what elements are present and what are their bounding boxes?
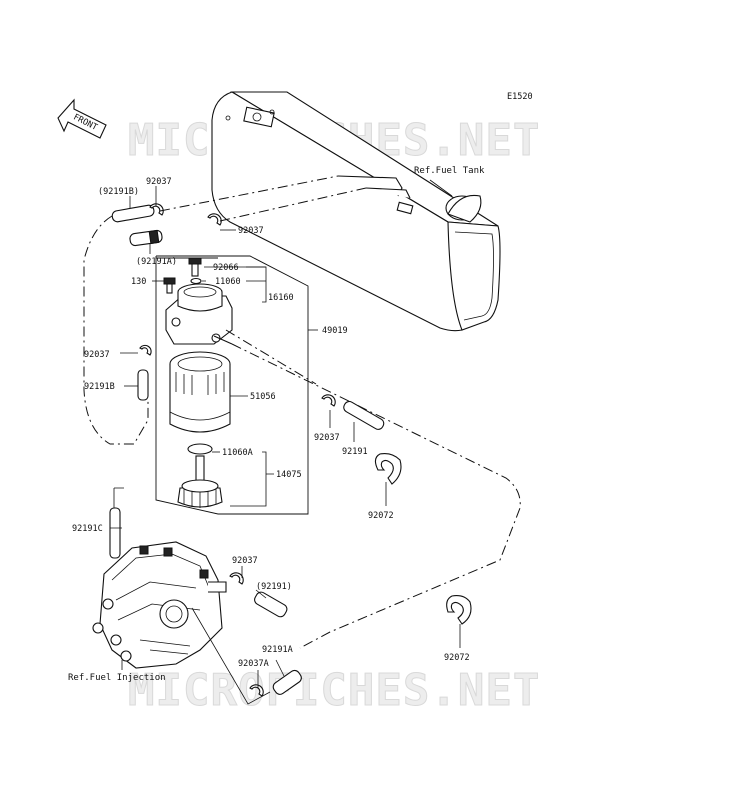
label-11060A: 11060A	[222, 448, 253, 458]
fuel-tank	[211, 91, 501, 332]
label-92037-pump: 92037	[232, 556, 258, 566]
label-130: 130	[131, 277, 146, 287]
fuel-filter	[137, 255, 309, 515]
label-92191C: 92191C	[72, 524, 103, 534]
label-92037-right: 92037	[314, 433, 340, 443]
pump-feed-line	[191, 607, 271, 705]
hose-route-right-2	[225, 329, 317, 385]
label-92037-mid: 92037	[238, 226, 264, 236]
label-92066: 92066	[213, 263, 239, 273]
label-92191: 92191	[342, 447, 368, 457]
label-92191B: 92191B	[84, 382, 115, 392]
label-92037-left: 92037	[84, 350, 110, 360]
upper-hoses	[111, 175, 367, 247]
label-92191A-paren: (92191A)	[136, 257, 177, 267]
label-11060: 11060	[215, 277, 241, 287]
injection-pump	[92, 507, 227, 669]
front-arrow-icon: FRONT	[57, 98, 107, 139]
label-92037A: 92037A	[238, 659, 269, 669]
diagram-id: E1520	[507, 92, 533, 102]
label-92191B-paren: (92191B)	[98, 187, 139, 197]
right-hoses	[229, 394, 472, 697]
ref-fuel-injection: Ref.Fuel Injection	[68, 673, 166, 683]
label-92037-top: 92037	[146, 177, 172, 187]
label-92072-top: 92072	[368, 511, 394, 521]
label-14075: 14075	[276, 470, 302, 480]
watermark-bottom: MICROFICHES.NET	[128, 665, 540, 716]
label-49019: 49019	[322, 326, 348, 336]
hose-route-right	[231, 343, 521, 649]
label-51056: 51056	[250, 392, 276, 402]
ref-fuel-tank: Ref.Fuel Tank	[414, 166, 485, 176]
hose-route-left	[83, 215, 149, 445]
label-16160: 16160	[268, 293, 294, 303]
label-92072-bottom: 92072	[444, 653, 470, 663]
leader-lines	[110, 179, 461, 688]
label-92191-paren: (92191)	[256, 582, 292, 592]
label-92191A: 92191A	[262, 645, 293, 655]
